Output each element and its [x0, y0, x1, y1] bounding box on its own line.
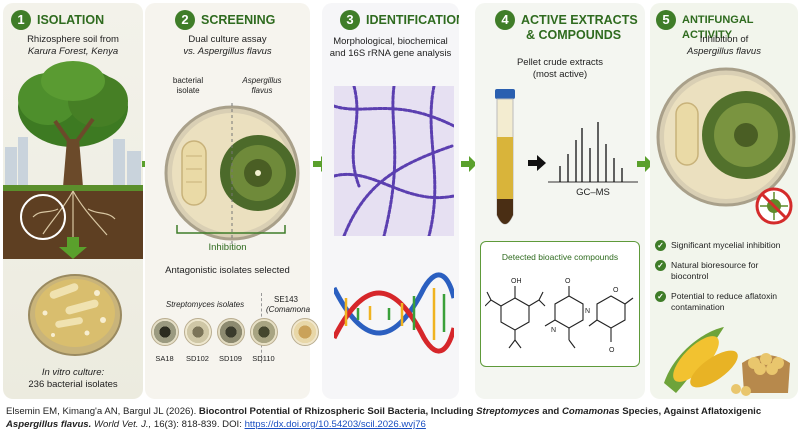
step-badge-5: 5 [656, 10, 676, 30]
panel-title-isolation: ISOLATION [37, 13, 105, 27]
dual-culture-petri-dish [164, 101, 300, 246]
culture-label: In vitro culture: [41, 367, 105, 378]
benefits-list: ✓ Significant mycelial inhibition ✓ Natu… [655, 240, 795, 322]
svg-text:O: O [565, 278, 571, 285]
tree-soil-illustration [3, 61, 143, 259]
extracts-desc-1: Pellet crude extracts [516, 57, 604, 68]
antifungal-desc-1: Inhibition of [699, 34, 749, 45]
extracts-desc-2: (most active) [532, 69, 588, 80]
panel-title-active-extracts: ACTIVE EXTRACTS [521, 13, 638, 27]
panel-antifungal: 5 ANTIFUNGAL ACTIVITY Inhibition of Aspe… [650, 3, 798, 399]
gcms-chromatogram [548, 122, 638, 183]
step-badge-3: 3 [340, 10, 360, 30]
extract-tube-icon [495, 89, 515, 225]
doi-link[interactable]: https://dx.doi.org/10.54203/scil.2026.wv… [244, 419, 426, 430]
citation-caption: Elsemin EM, Kimang'a AN, Bargul JL (2026… [6, 405, 796, 431]
svg-text:O: O [613, 287, 619, 294]
culture-count: 236 bacterial isolates [28, 379, 118, 390]
screening-desc-1: Dual culture assay [188, 34, 267, 45]
check-icon: ✓ [655, 240, 666, 251]
arrow-right-black-icon [528, 155, 546, 171]
tree-icon [18, 61, 128, 187]
isolate-row: SA18 SD102 SD109 SD110 [150, 318, 319, 363]
antifungal-desc-2: Aspergillus flavus [687, 46, 761, 57]
culture-petri-dish [28, 274, 122, 356]
svg-text:OH: OH [511, 278, 522, 285]
panel-title-screening: SCREENING [201, 13, 276, 27]
citation-title-d: Comamonas [561, 406, 620, 417]
down-arrow-icon [59, 237, 87, 259]
compounds-box: Detected bioactive compounds OH O N N O [480, 241, 640, 367]
chemical-structures: OH O N N O O [485, 278, 634, 354]
benefit-item: ✓ Potential to reduce aflatoxin contamin… [655, 291, 795, 313]
panel-title-compounds: & COMPOUNDS [526, 28, 622, 42]
streptomyces-label: Streptomyces isolates [165, 300, 245, 309]
citation-title-f: Aspergillus flavus. [6, 419, 92, 430]
isolate-sa18: SA18 [150, 318, 179, 363]
comamonas-code: SE143 [273, 295, 299, 304]
check-icon: ✓ [655, 291, 666, 302]
corn-soybean-illustration [664, 327, 790, 396]
isolate-sd102: SD102 [183, 318, 212, 363]
panel-title-identification: IDENTIFICATION [366, 13, 459, 27]
svg-text:N: N [585, 308, 590, 315]
panel-isolation: 1 ISOLATION Rhizosphere soil from Karura… [3, 3, 143, 399]
citation-authors: Elsemin EM, Kimang'a AN, Bargul JL (2026… [6, 406, 197, 417]
dna-helix-icon [334, 272, 454, 354]
svg-text:O: O [609, 347, 615, 354]
identification-desc-2: and 16S rRNA gene analysis [329, 48, 452, 59]
step-badge-1: 1 [11, 10, 31, 30]
antagonistic-selected: Antagonistic isolates selected [165, 265, 290, 276]
step-badge-4: 4 [495, 10, 515, 30]
isolate-se143 [290, 318, 319, 363]
no-fungus-icon [755, 187, 793, 225]
benefit-item: ✓ Natural bioresource for biocontrol [655, 260, 795, 282]
bacterial-streak [181, 140, 207, 206]
svg-text:N: N [551, 327, 556, 334]
label-bacterial-isolate: bacterial isolate [172, 76, 204, 95]
benefit-item: ✓ Significant mycelial inhibition [655, 240, 795, 251]
panel-title-antifungal: ANTIFUNGAL ACTIVITY [682, 14, 754, 41]
inhibition-bracket [176, 225, 286, 234]
inhibition-label: Inhibition [208, 242, 247, 253]
isolation-desc-2: Karura Forest, Kenya [27, 46, 119, 57]
citation-journal: World Vet. J., [93, 419, 152, 430]
citation-title-b: Streptomyces [476, 406, 540, 417]
roots [32, 190, 116, 239]
arrow-right-icon [461, 156, 477, 172]
arrow-right-icon [637, 156, 653, 172]
citation-title-a: Biocontrol Potential of Rhizospheric Soi… [198, 406, 474, 417]
citation-title-e: Species, Against Aflatoxigenic [622, 406, 762, 417]
compounds-title: Detected bioactive compounds [501, 252, 619, 262]
panel-identification: 3 IDENTIFICATION Morphological, biochemi… [322, 3, 459, 399]
citation-title-c: and [542, 406, 560, 417]
isolate-sd109: SD109 [216, 318, 245, 363]
gcms-label: GC–MS [576, 187, 610, 198]
citation-volume: 16(3): 818-839. DOI: [153, 419, 242, 430]
isolation-desc-1: Rhizosphere soil from [27, 34, 119, 45]
step-badge-2: 2 [175, 10, 195, 30]
label-aspergillus: Aspergillus flavus [242, 76, 282, 95]
isolate-sd110: SD110 [249, 318, 278, 363]
identification-desc-1: Morphological, biochemical [333, 36, 448, 47]
soil-sample-circle [20, 194, 66, 240]
check-icon: ✓ [655, 260, 666, 271]
microscopy-filaments [334, 86, 454, 236]
comamonas-label: (Comamonas) [266, 305, 310, 314]
inhibition-petri-dish [656, 67, 796, 225]
screening-desc-2: vs. Aspergillus flavus [183, 46, 272, 57]
